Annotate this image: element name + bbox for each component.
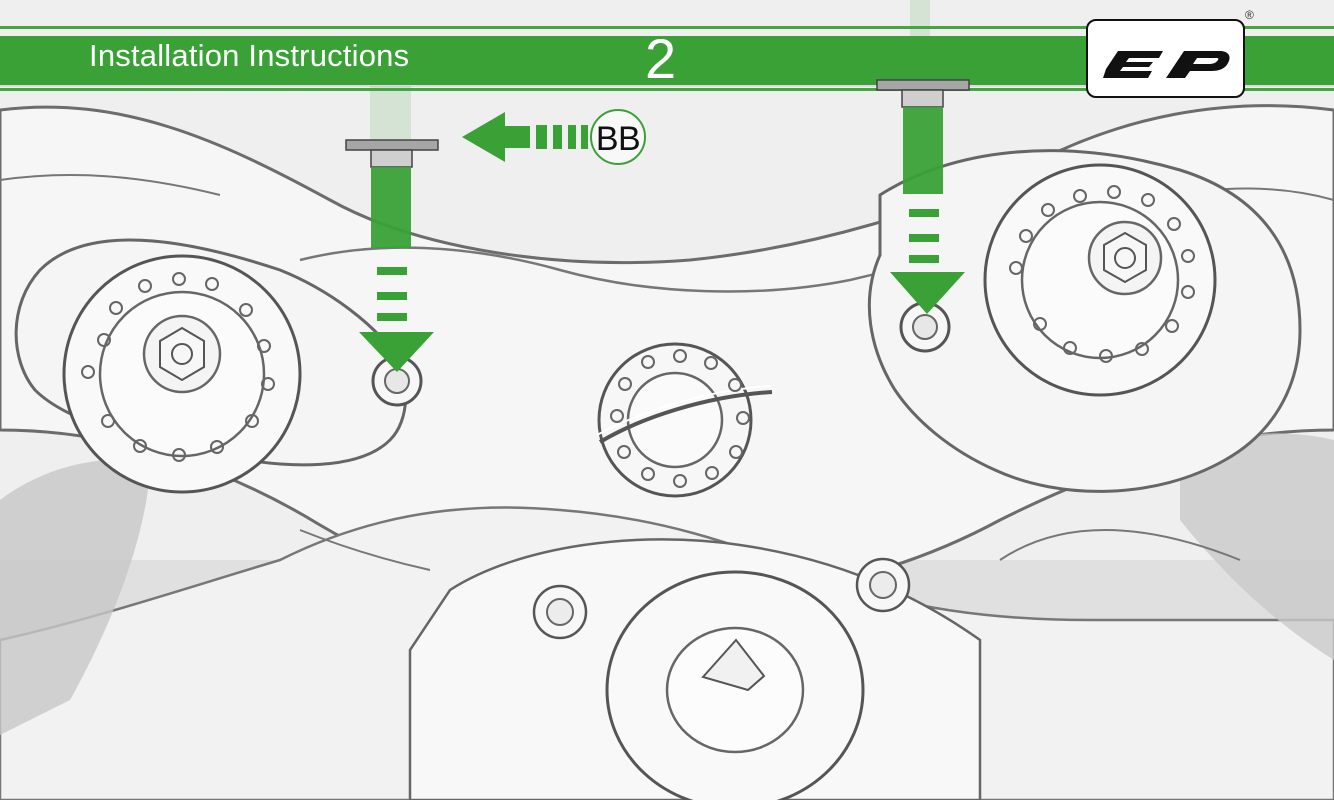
ep-logo: [1086, 19, 1245, 98]
ep-logo-mark: [1103, 51, 1230, 78]
left-spacer-icon: [345, 139, 439, 168]
down-arrow-icon: [359, 167, 434, 372]
header-bottom-rule: [0, 88, 1334, 91]
down-arrow-icon: [890, 107, 965, 314]
page-title: Installation Instructions: [89, 38, 410, 73]
right-spacer-icon: [876, 79, 970, 108]
step-number: 2: [645, 27, 677, 90]
header-top-rule: [0, 26, 1334, 29]
part-label-badge: BB: [590, 109, 646, 165]
left-arrow-icon: [462, 112, 588, 162]
registered-mark: ®: [1245, 8, 1254, 22]
